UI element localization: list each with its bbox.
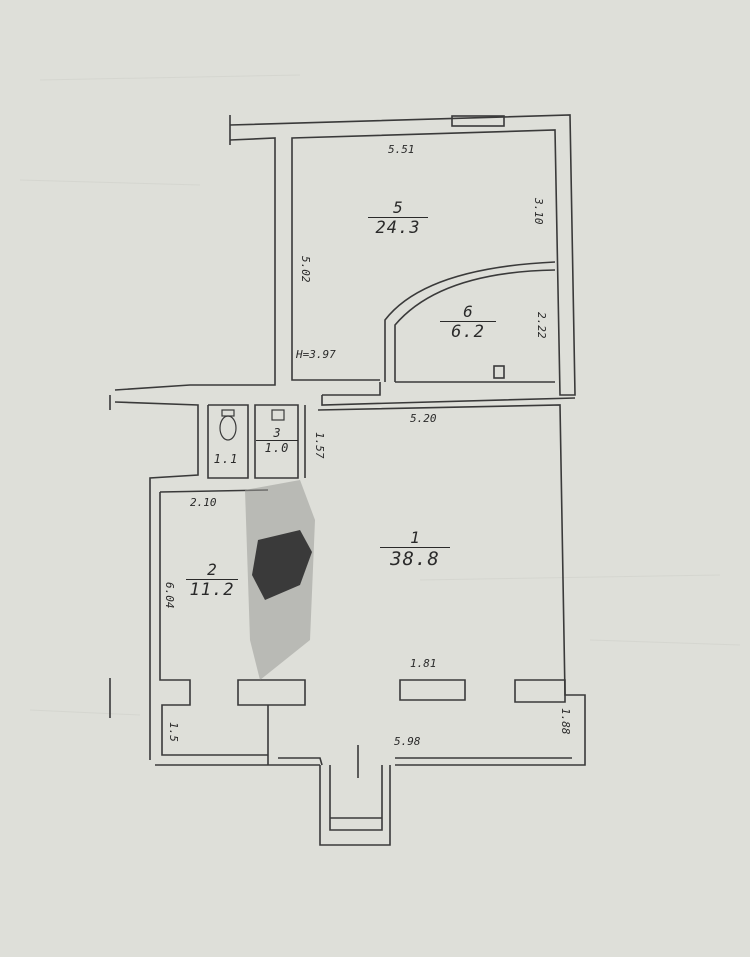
room-wc-left-label: 1.1 bbox=[213, 452, 239, 466]
dim-right-bottom: 1.88 bbox=[559, 708, 572, 735]
dim-room1-top: 5.20 bbox=[410, 412, 437, 425]
dim-room2-top: 2.10 bbox=[190, 496, 217, 509]
dim-room2-left: 6.04 bbox=[163, 582, 176, 609]
walls bbox=[109, 114, 586, 846]
room-2-label: 2 11.2 bbox=[186, 560, 238, 600]
dim-room6-bottom: H=3.97 bbox=[296, 348, 336, 361]
room-5-label: 5 24.3 bbox=[368, 198, 428, 238]
dim-left-bottom: 1.5 bbox=[167, 722, 180, 742]
room-3-label: 3 1.0 bbox=[256, 426, 298, 455]
dim-room1-inner: 1.81 bbox=[410, 657, 437, 670]
dim-bottom-wall: 5.98 bbox=[394, 735, 421, 748]
dim-top-wall: 5.51 bbox=[388, 143, 415, 156]
toilet-icon bbox=[219, 409, 237, 441]
sink-icon bbox=[271, 409, 285, 421]
dim-room5-right: 3.10 bbox=[532, 198, 545, 225]
room-1-label: 1 38.8 bbox=[380, 528, 450, 570]
room-6-label: 6 6.2 bbox=[440, 302, 496, 342]
dim-room3-side: 1.57 bbox=[313, 432, 326, 459]
dim-room6-right: 2.22 bbox=[535, 312, 548, 339]
redaction-smudge bbox=[245, 480, 315, 680]
dim-room5-left: 5.02 bbox=[299, 256, 312, 283]
